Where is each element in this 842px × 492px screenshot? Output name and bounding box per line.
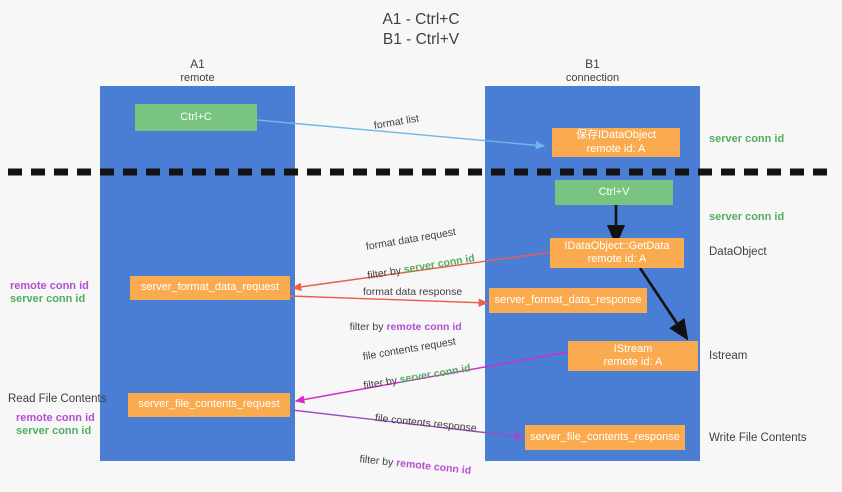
edge-label-file-contents-response-filter: filter by remote conn id [346, 437, 473, 492]
lane-b1-subtitle: connection [565, 72, 620, 84]
node-istream-line1: IStream [613, 342, 653, 355]
title-line-2: B1 - Ctrl+V [382, 31, 460, 48]
edge-label-format-data-response: format data response [363, 286, 463, 298]
node-istream-line2: remote id: A [603, 356, 663, 368]
left-legend-file-server-conn-id: server conn id [16, 425, 92, 437]
lane-header-b1: B1 connection [485, 57, 700, 85]
side-label-istream: Istream [709, 350, 748, 362]
node-server-format-data-request-label: server_format_data_request [140, 281, 280, 294]
side-label-server-conn-id-top: server conn id [709, 133, 785, 145]
node-server-format-data-request[interactable]: server_format_data_request [130, 276, 290, 300]
filter-value-remote-conn-id: remote conn id [386, 321, 462, 333]
node-idataobject-getdata[interactable]: IDataObject::GetData remote id: A [550, 238, 684, 268]
node-server-file-contents-request[interactable]: server_file_contents_request [128, 393, 290, 417]
filter-prefix: filter by [366, 264, 405, 282]
node-server-format-data-response[interactable]: server_format_data_response [489, 288, 647, 313]
left-label-read-file-contents: Read File Contents [8, 393, 107, 405]
side-label-write-file-contents: Write File Contents [709, 432, 807, 444]
left-legend-format-server-conn-id: server conn id [10, 293, 86, 305]
edge-label-format-list: format list [373, 112, 420, 132]
node-server-file-contents-response[interactable]: server_file_contents_response [525, 425, 685, 450]
page-title: A1 - Ctrl+C B1 - Ctrl+V [0, 10, 842, 50]
node-idataobject-getdata-line2: remote id: A [587, 253, 647, 265]
left-legend-file-remote-conn-id: remote conn id [16, 412, 95, 424]
filter-prefix: filter by [358, 453, 397, 470]
phase-divider [8, 168, 834, 176]
lane-header-a1: A1 remote [100, 57, 295, 85]
lane-a1-subtitle: remote [180, 72, 215, 84]
lane-a1-name: A1 [190, 57, 205, 71]
node-server-file-contents-request-label: server_file_contents_request [138, 398, 280, 411]
node-istream[interactable]: IStream remote id: A [568, 341, 698, 371]
node-save-idataobject[interactable]: 保存IDataObject remote id: A [552, 128, 680, 157]
left-legend-format-remote-conn-id: remote conn id [10, 280, 89, 292]
filter-value-remote-conn-id: remote conn id [395, 457, 472, 477]
node-server-format-data-response-label: server_format_data_response [494, 293, 642, 306]
edge-label-format-data-response-filter: filter by remote conn id [338, 306, 462, 348]
side-label-server-conn-id-second: server conn id [709, 211, 785, 223]
side-label-dataobject: DataObject [709, 246, 767, 258]
node-ctrl-c-label: Ctrl+C [180, 110, 212, 123]
title-line-1: A1 - Ctrl+C [382, 11, 460, 28]
lane-b1-name: B1 [585, 57, 600, 71]
filter-value-server-conn-id: server conn id [398, 362, 472, 386]
node-ctrl-v-label: Ctrl+V [598, 185, 630, 198]
node-ctrl-v[interactable]: Ctrl+V [555, 180, 673, 205]
node-save-idataobject-line2: remote id: A [586, 142, 646, 155]
edge-label-file-contents-response: file contents response [374, 412, 478, 435]
node-server-file-contents-response-label: server_file_contents_response [530, 430, 680, 443]
filter-value-server-conn-id: server conn id [402, 252, 476, 276]
node-idataobject-getdata-line1: IDataObject::GetData [564, 239, 670, 252]
node-ctrl-c[interactable]: Ctrl+C [135, 104, 257, 131]
filter-prefix: filter by [362, 374, 401, 392]
node-save-idataobject-line1: 保存IDataObject [575, 129, 657, 141]
filter-prefix: filter by [349, 321, 387, 333]
